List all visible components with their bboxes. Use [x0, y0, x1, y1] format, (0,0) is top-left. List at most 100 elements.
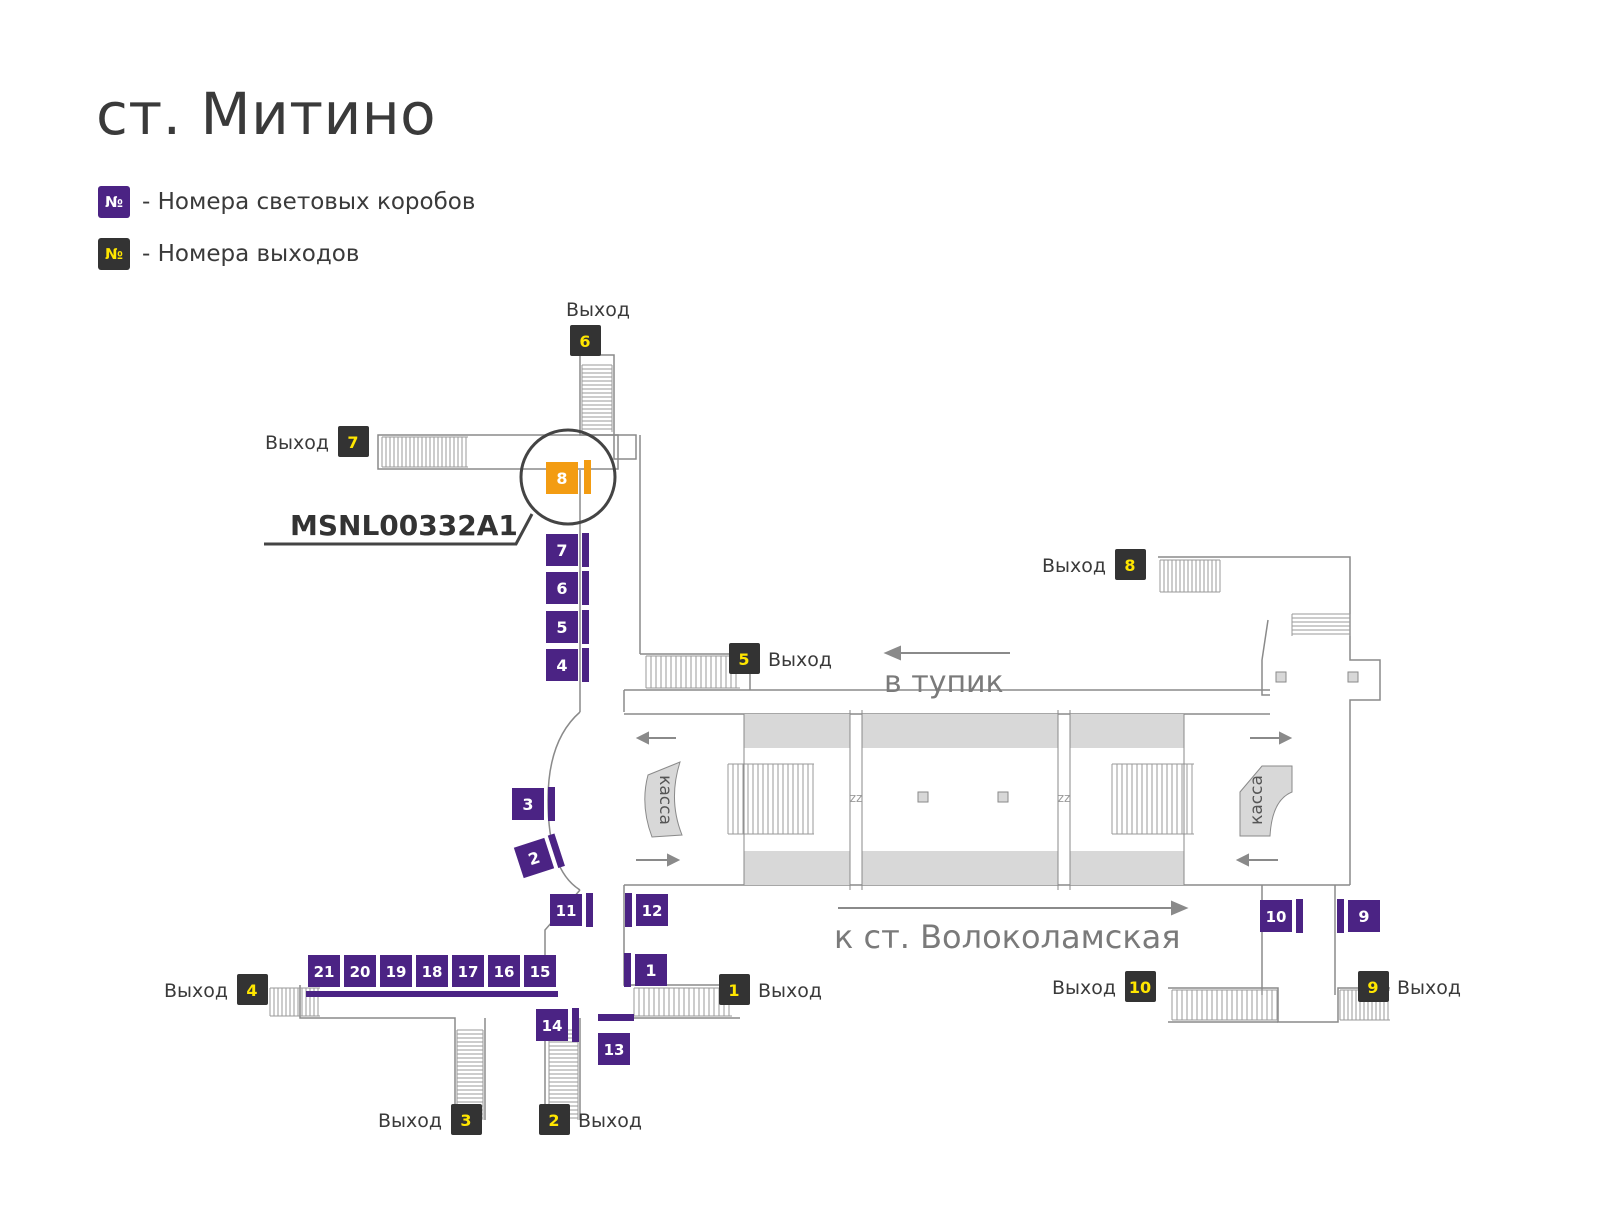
lightbox-bar — [486, 991, 522, 997]
lightbox-marker — [513, 837, 555, 879]
exit-label: Выход — [768, 649, 832, 671]
exit-number: 1 — [728, 981, 739, 1000]
lightbox-bar — [582, 533, 589, 567]
lightbox-16: 16 — [486, 955, 522, 997]
label-direction: к ст. Волоколамская — [834, 918, 1181, 956]
lightbox-bar — [306, 991, 342, 997]
exit-marker — [570, 325, 601, 356]
lightbox-19: 19 — [378, 955, 414, 997]
lightbox-bar — [1337, 899, 1344, 933]
lightbox-marker — [380, 955, 412, 987]
lightbox-8-bar — [584, 460, 591, 494]
lightbox-2: 2 — [513, 833, 565, 879]
exit-label: Выход — [1042, 555, 1106, 577]
lightbox-marker — [550, 894, 582, 926]
lightbox-number: 15 — [530, 963, 551, 981]
platform-block — [1070, 714, 1184, 748]
lightbox-12: 12 — [625, 893, 668, 927]
lightbox-number: 21 — [314, 963, 335, 981]
lightbox-marker — [308, 955, 340, 987]
exit-label: Выход — [164, 980, 228, 1002]
exit-marker — [1115, 549, 1146, 580]
lightbox-marker — [416, 955, 448, 987]
lightbox-bar — [547, 833, 565, 868]
lightbox-marker — [546, 649, 578, 681]
stairs-exit-4 — [269, 987, 320, 1017]
lightbox-bar — [582, 610, 589, 644]
exit-marker — [1358, 971, 1389, 1002]
platform-block — [862, 714, 1058, 748]
lightbox-marker — [344, 955, 376, 987]
lightbox-code: MSNL00332A1 — [290, 509, 518, 542]
lightbox-bar — [582, 648, 589, 682]
platform-block — [862, 851, 1058, 885]
lightbox-number: 17 — [458, 963, 479, 981]
lightbox-10: 10 — [1260, 899, 1303, 933]
passage-exit-7 — [377, 434, 619, 470]
highlight-lightbox-8: 8 MSNL00332A1 — [264, 428, 617, 546]
lightbox-number: 1 — [645, 961, 656, 980]
exit-marker — [451, 1104, 482, 1135]
exit-label: Выход — [758, 980, 822, 1002]
cashier-label: касса — [655, 775, 675, 825]
lightbox-number: 19 — [386, 963, 407, 981]
lightbox-number: 12 — [642, 902, 663, 920]
lightbox-bar — [548, 787, 555, 821]
lightbox-bar — [342, 991, 378, 997]
lightbox-number: 3 — [522, 795, 533, 814]
lightbox-number: 10 — [1266, 908, 1287, 926]
legend-exit-swatch: № — [98, 238, 130, 270]
exit-marker — [338, 426, 369, 457]
lightbox-marker — [598, 1033, 630, 1065]
stairs — [269, 364, 1390, 1120]
lightbox-number: 2 — [526, 848, 542, 870]
legend-item-lightbox: № - Номера световых коробов — [98, 186, 475, 218]
stairs-platform-west — [727, 763, 814, 835]
lightbox-number: 11 — [556, 902, 577, 920]
lightbox-number: 18 — [422, 963, 443, 981]
lightbox-marker — [536, 1009, 568, 1041]
passage-exit-6 — [579, 354, 615, 436]
stairs-exit-5 — [645, 655, 740, 689]
legend-exit-label: - Номера выходов — [142, 241, 360, 267]
stairs-exit-7 — [381, 436, 468, 468]
lightbox-marker — [1348, 900, 1380, 932]
callout-line — [264, 513, 534, 546]
stairs-exit-10 — [1171, 989, 1278, 1021]
lightbox-13-bar — [598, 1014, 634, 1021]
exit-marker — [539, 1104, 570, 1135]
lightbox-number: 9 — [1358, 907, 1369, 926]
column — [1275, 671, 1287, 683]
lightbox-number: 7 — [556, 541, 567, 560]
cashier-label: касса — [1247, 775, 1267, 825]
highlight-circle — [519, 428, 617, 526]
zz-mark: zz — [1058, 791, 1071, 805]
lightbox-bar — [625, 893, 632, 927]
exit-label: Выход — [1397, 977, 1461, 999]
lightbox-7: 7 — [546, 533, 589, 567]
lightbox-5: 5 — [546, 610, 589, 644]
lightbox-8-number: 8 — [556, 469, 567, 488]
stairs-platform-east — [1111, 763, 1194, 835]
lightbox-11: 11 — [550, 893, 593, 927]
label-dead-end: в тупик — [884, 665, 1004, 700]
column — [1347, 671, 1359, 683]
page-title: ст. Митино — [96, 80, 437, 148]
lightbox-number: 13 — [604, 1041, 625, 1059]
lightbox-number: 14 — [542, 1017, 563, 1035]
lightbox-9: 9 — [1337, 899, 1380, 933]
lightbox-bar — [414, 991, 450, 997]
exit-number: 10 — [1129, 978, 1151, 997]
lightbox-bar — [582, 571, 589, 605]
lightbox-marker — [546, 534, 578, 566]
stairs-exit-6 — [581, 364, 613, 432]
column — [917, 791, 929, 803]
lightbox-15: 15 — [522, 955, 558, 997]
lightbox-marker — [546, 611, 578, 643]
lightbox-marker — [1260, 900, 1292, 932]
